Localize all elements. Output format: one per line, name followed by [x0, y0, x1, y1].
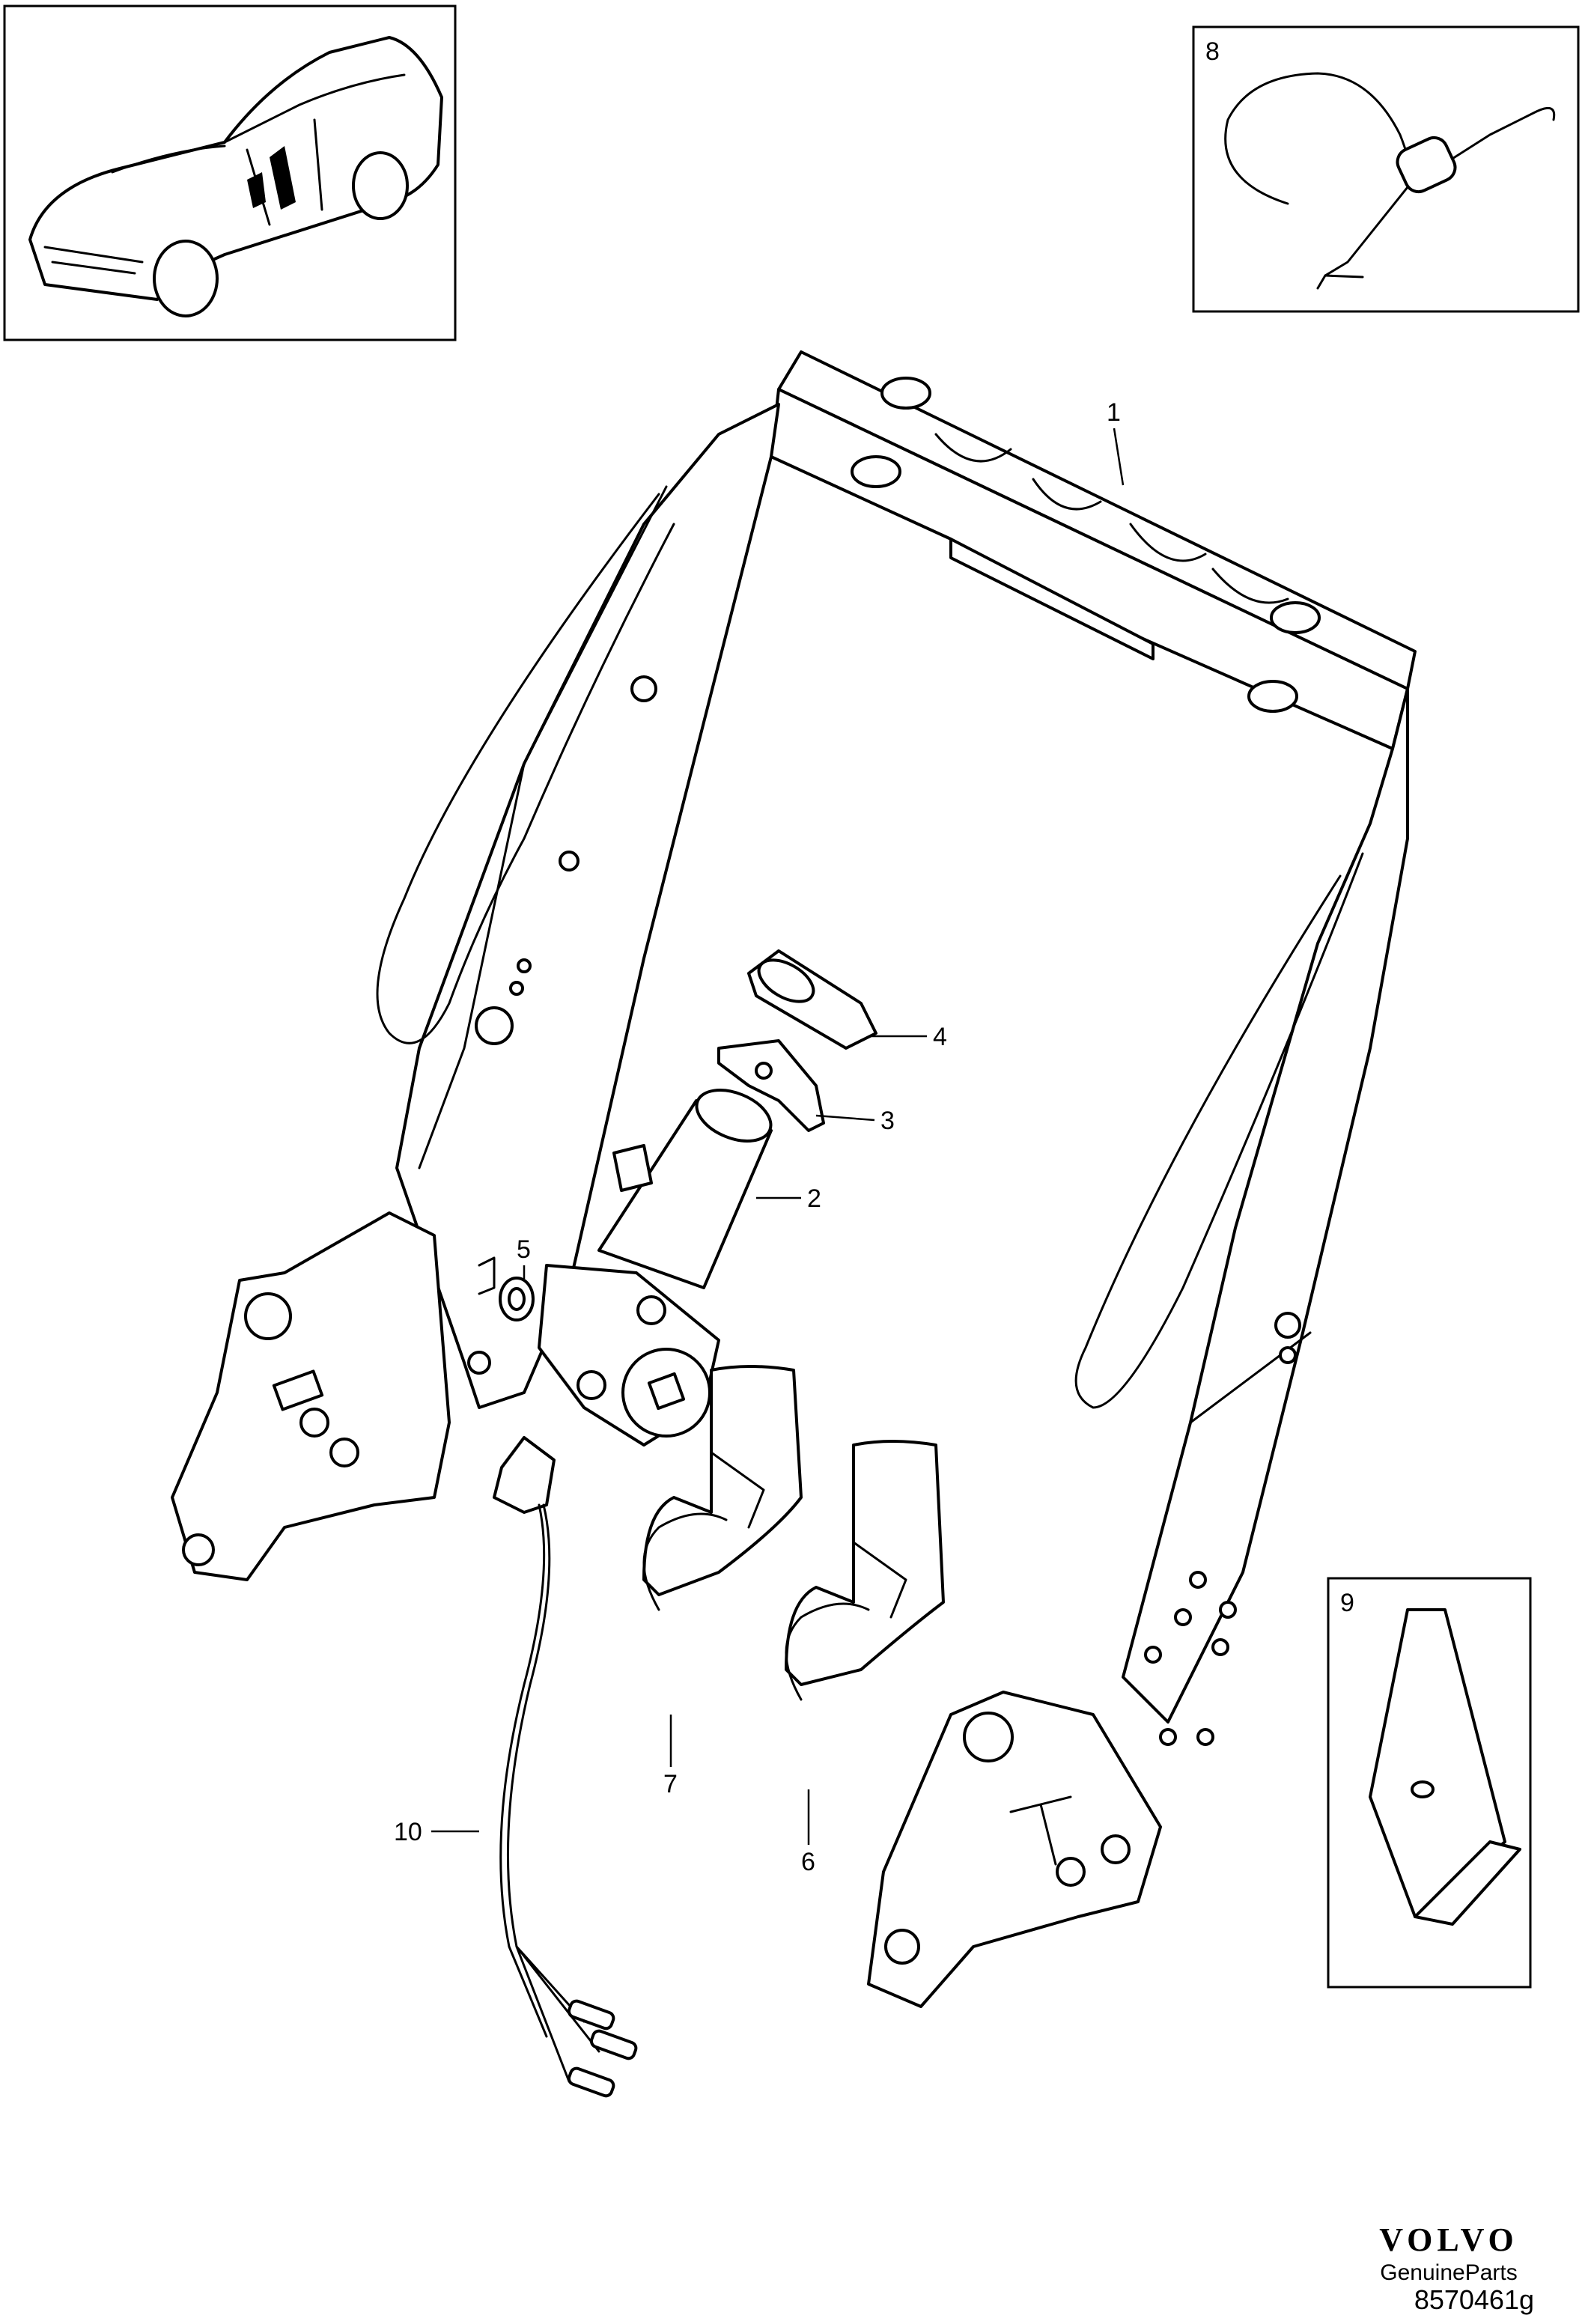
callout-9: 9: [1340, 1589, 1354, 1617]
callout-5: 5: [517, 1235, 531, 1264]
frame-left-upright: [395, 403, 780, 1409]
part-9-inset-frame: [1327, 1577, 1532, 1989]
callout-10: 10: [394, 1818, 422, 1846]
part-9-inset: 9: [1327, 1577, 1532, 1989]
cover-part-6: [785, 1440, 945, 1701]
callout-1-group: 1: [1107, 398, 1125, 486]
cover-part-7: [642, 1365, 803, 1611]
right-hinge-plate: [867, 1691, 1162, 2008]
cable-spring-icon: [1224, 72, 1556, 290]
callout-3-group: 3: [815, 1107, 895, 1135]
part-8-inset-frame: [1192, 25, 1580, 313]
callout-10-group: 10: [394, 1818, 479, 1846]
callout-2: 2: [807, 1184, 821, 1213]
part-8-inset: 8: [1192, 25, 1580, 313]
brand-subtitle: GenuineParts: [1380, 2260, 1518, 2285]
car-overview-icon: [28, 36, 443, 317]
bracket-clip-icon: [1369, 1608, 1521, 1926]
callout-3: 3: [880, 1107, 895, 1135]
callout-5-group: 5: [517, 1235, 531, 1279]
callout-8: 8: [1205, 37, 1220, 66]
frame-right-upright: [1122, 687, 1409, 1724]
frame-assembly: [171, 350, 1417, 2008]
callout-2-group: 2: [756, 1184, 821, 1213]
callout-6: 6: [801, 1848, 815, 1876]
callout-4-group: 4: [868, 1023, 947, 1051]
vehicle-inset: [3, 4, 457, 341]
vehicle-inset-frame: [3, 4, 457, 341]
bracket-part-3: [717, 1039, 825, 1132]
callout-7-group: 7: [663, 1715, 678, 1798]
volvo-logo: VOLVO: [1379, 2221, 1518, 2258]
callout-4: 4: [933, 1023, 947, 1051]
callout-6-group: 6: [801, 1789, 815, 1876]
wiring-harness-part-10: [493, 1436, 638, 2098]
frame-top-bar: [777, 350, 1417, 690]
cap-part-4: [747, 949, 877, 1050]
callout-7: 7: [663, 1770, 678, 1798]
diagram-code: 8570461g: [1414, 2284, 1534, 2315]
callout-1: 1: [1107, 398, 1121, 427]
brand-block: VOLVO GenuineParts: [1351, 2222, 1546, 2288]
washer-part-5: [478, 1256, 535, 1321]
